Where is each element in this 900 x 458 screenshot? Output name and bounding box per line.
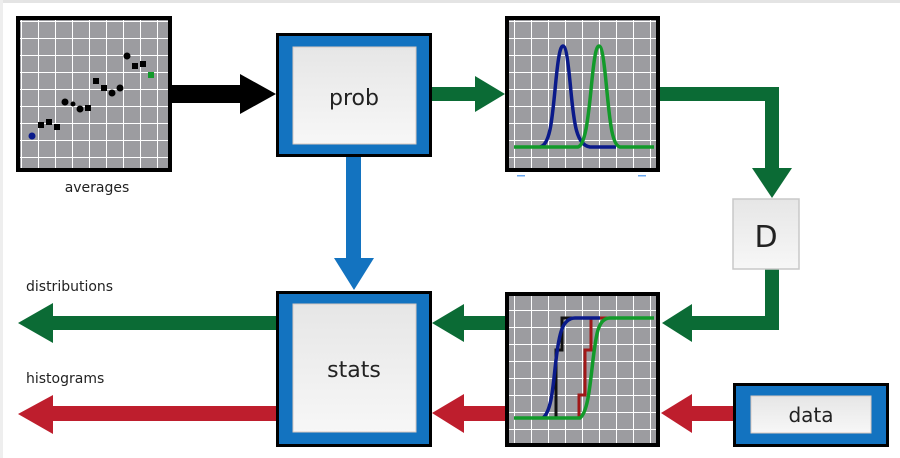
d-label: D bbox=[754, 220, 777, 255]
stats-label: stats bbox=[327, 358, 381, 383]
averages-plot[interactable] bbox=[16, 16, 172, 172]
cdf-plot[interactable] bbox=[505, 292, 660, 447]
d-node[interactable]: D bbox=[732, 198, 800, 270]
pdf-plot[interactable] bbox=[505, 16, 660, 177]
arrow-histograms-output bbox=[18, 395, 276, 434]
arrow-prob-to-stats bbox=[334, 157, 374, 290]
average-points bbox=[38, 52, 146, 130]
arrow-distributions-output bbox=[18, 303, 276, 343]
arrow-averages-to-prob bbox=[172, 74, 276, 114]
arrow-prob-to-pdf bbox=[432, 76, 505, 112]
arrow-pdf-to-d bbox=[660, 87, 792, 198]
prob-label: prob bbox=[329, 86, 379, 111]
averages-label: averages bbox=[65, 180, 130, 196]
arrow-cdf-to-stats-green bbox=[432, 304, 505, 342]
histograms-label: histograms bbox=[26, 371, 104, 387]
arrow-d-to-cdf bbox=[662, 269, 779, 342]
arrow-data-to-cdf bbox=[661, 394, 733, 433]
distributions-label: distributions bbox=[26, 279, 113, 295]
data-label: data bbox=[788, 403, 833, 427]
stats-node[interactable]: stats bbox=[276, 291, 432, 447]
arrow-cdf-to-stats-red bbox=[432, 394, 505, 433]
prob-node[interactable]: prob bbox=[276, 33, 432, 157]
data-node[interactable]: data bbox=[733, 383, 889, 447]
